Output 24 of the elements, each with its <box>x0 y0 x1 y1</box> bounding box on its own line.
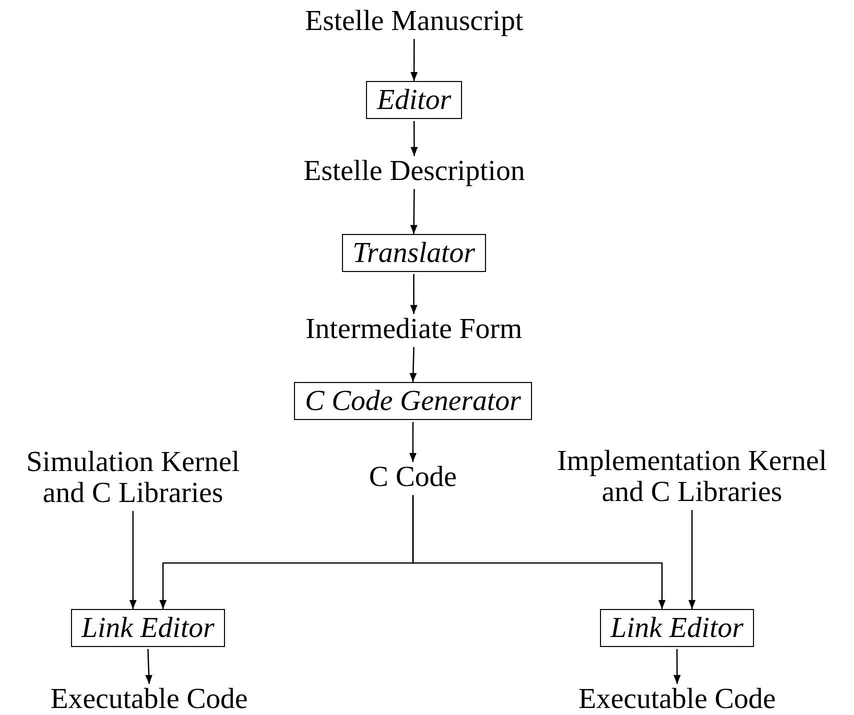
arrow <box>674 649 681 684</box>
process-box: C Code Generator <box>294 382 532 420</box>
process-box: Editor <box>366 81 462 119</box>
text-label: C Code <box>369 462 457 493</box>
text-label: Executable Code <box>578 684 776 715</box>
process-box: Link Editor <box>70 609 226 647</box>
text-label: Implementation Kernel and C Libraries <box>540 446 844 508</box>
arrow <box>409 422 417 462</box>
process-box: Translator <box>342 234 486 272</box>
arrow <box>410 346 417 382</box>
arrow <box>412 495 666 609</box>
text-label: Estelle Manuscript <box>305 6 524 37</box>
text-label: Intermediate Form <box>306 314 522 345</box>
process-box: Link Editor <box>600 609 754 647</box>
arrow <box>688 510 696 609</box>
arrow <box>145 648 152 684</box>
arrow <box>410 189 418 234</box>
arrow <box>410 39 418 81</box>
arrow <box>129 511 137 609</box>
arrow <box>410 274 418 314</box>
arrow <box>410 121 418 156</box>
text-label: Simulation Kernel and C Libraries <box>10 447 256 509</box>
text-label: Executable Code <box>50 684 248 715</box>
text-label: Estelle Description <box>304 156 525 187</box>
